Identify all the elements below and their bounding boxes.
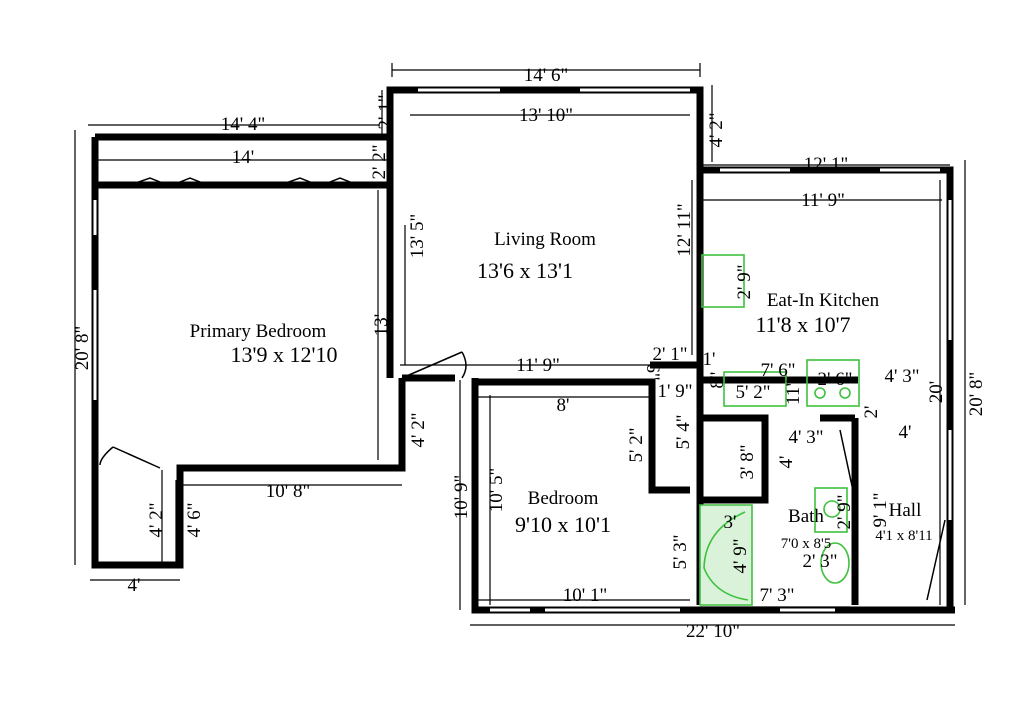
room-name-kitchen: Eat-In Kitchen [767, 290, 880, 311]
dim-bed-width: 8' [557, 395, 570, 416]
dim-kitchen-stove: 2' 6" [818, 369, 853, 390]
dim-bed-right: 5' 3" [670, 535, 691, 570]
room-name-bath: Bath [788, 506, 824, 527]
dim-kitchen-outer: 12' 1" [804, 154, 848, 175]
dim-bath-4-9: 4' 9" [730, 539, 751, 574]
dim-closet-small: 6" [642, 363, 663, 380]
dim-bath-7-3: 7' 3" [760, 585, 795, 606]
dim-closet-w: 4' [128, 575, 141, 596]
dim-bed-left: 10' 9" [451, 475, 472, 519]
dim-primary-closet: 14' [232, 147, 254, 168]
dim-top-living: 14' 6" [524, 65, 568, 86]
dim-bath-4: 4' [776, 456, 797, 469]
dim-kitchen-8: 8" [707, 371, 728, 388]
dim-living-right: 12' 11" [674, 203, 695, 256]
dim-closet-depth: 2' 2" [369, 145, 390, 180]
dim-top-step: 2' 1" [375, 95, 396, 130]
room-name-primary-bedroom: Primary Bedroom [190, 321, 327, 342]
fixtures [699, 254, 860, 606]
toilet-icon [820, 542, 850, 584]
dim-bath-9-1: 9' 1" [870, 493, 891, 528]
dim-primary-right: 13' [371, 314, 392, 336]
kitchen-sink-icon [723, 371, 787, 407]
dim-bath-3-8: 3' 8" [737, 445, 758, 480]
dim-bed-bottom: 10' 1" [563, 585, 607, 606]
room-size-primary-bedroom: 13'9 x 12'10 [231, 342, 338, 367]
dim-kitchen-11: 11" [783, 379, 804, 405]
dim-bed-inner: 10' 5" [486, 468, 507, 512]
dim-kitchen-step: 4' 2" [706, 113, 727, 148]
bathtub-icon [699, 504, 753, 606]
room-size-hall: 4'1 x 8'11 [875, 528, 932, 544]
dimension-labels: 14' 6" 13' 10" 14' 4" 14' 2' 1" 2' 2" 13… [72, 65, 987, 642]
dim-living-bottom: 11' 9" [516, 355, 560, 376]
dim-living-to-bed: 2' 1" [653, 344, 688, 365]
dimension-lines [74, 63, 966, 626]
dim-bath-4-3: 4' 3" [789, 427, 824, 448]
dim-bath-3: 3' [724, 512, 737, 533]
closet-bifold-doors [129, 177, 361, 187]
dim-closet-h1: 4' 2" [146, 503, 167, 538]
dim-left-total: 20' 8" [72, 326, 93, 370]
dim-living-height: 13' 5" [407, 214, 428, 258]
dim-kitchen-sink: 5' 2" [736, 382, 771, 403]
dim-closet-h2: 4' 6" [184, 503, 205, 538]
room-name-hall: Hall [889, 500, 922, 521]
room-name-living-room: Living Room [494, 229, 596, 250]
dim-living-inner: 13' 10" [519, 105, 573, 126]
dim-bed-closet-h: 5' 2" [626, 428, 647, 463]
stove-icon [806, 359, 860, 407]
dim-bed-closet: 1' 9" [658, 381, 693, 402]
dim-bath-left: 5' 4" [673, 415, 694, 450]
dim-kitchen-1: 1' [703, 349, 716, 370]
dim-bath-2-9: 2' 9" [834, 495, 855, 530]
refrigerator-icon [701, 254, 745, 308]
wall-openings [93, 88, 952, 612]
dim-kitchen-side: 4' 3" [885, 366, 920, 387]
door-swing-hall [839, 429, 946, 601]
dim-kitchen-counter: 7' 6" [761, 360, 796, 381]
dim-primary-bottom: 10' 8" [266, 481, 310, 502]
door-swing-closet [99, 446, 161, 469]
dim-kitchen-inner: 11' 9" [801, 190, 845, 211]
dim-total-bottom: 22' 10" [686, 621, 740, 642]
dim-primary-outer: 14' 4" [221, 114, 265, 135]
room-size-bath: 7'0 x 8'5 [781, 536, 831, 552]
dim-bath-2-3: 2' 3" [803, 551, 838, 572]
dim-hall-2: 2' [861, 406, 882, 419]
room-size-bedroom: 9'10 x 10'1 [515, 512, 611, 537]
room-size-living-room: 13'6 x 13'1 [477, 258, 573, 283]
room-name-bedroom: Bedroom [528, 488, 599, 509]
dim-kitchen-fridge: 2' 9" [734, 265, 755, 300]
dim-hall-4: 4' [899, 422, 912, 443]
dim-right-total: 20' 8" [966, 372, 987, 416]
dim-kitchen-right: 20' [926, 381, 947, 403]
bath-sink-icon [814, 487, 848, 533]
room-size-kitchen: 11'8 x 10'7 [755, 312, 850, 337]
dim-hall-step: 4' 2" [408, 413, 429, 448]
